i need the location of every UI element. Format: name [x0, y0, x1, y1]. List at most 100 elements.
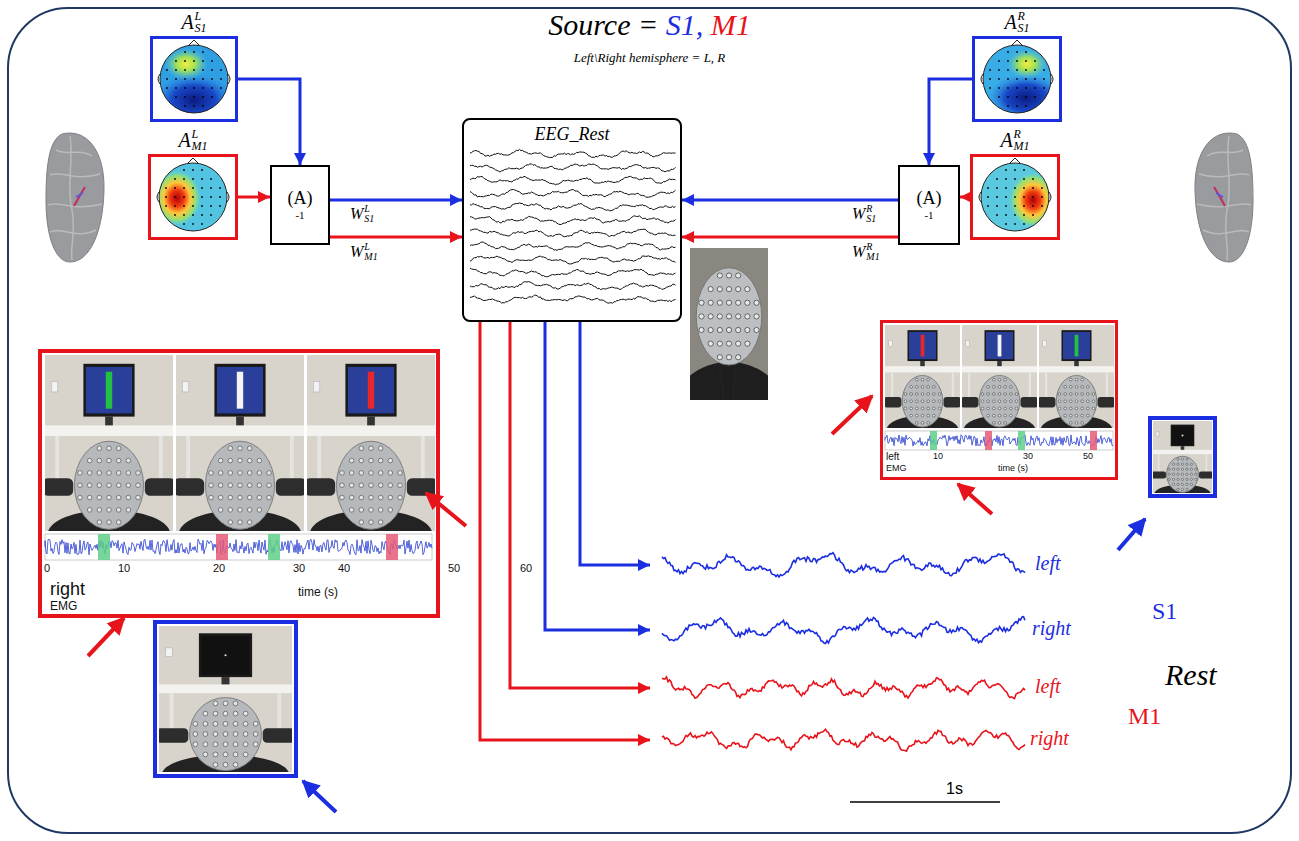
electrode	[726, 287, 731, 292]
weight-label: WLS1	[350, 204, 374, 224]
electrode	[745, 287, 750, 292]
eeg-trace	[470, 229, 676, 237]
trace-label: right	[1032, 617, 1071, 640]
electrode	[1172, 473, 1174, 475]
electrode-dot	[201, 169, 203, 171]
electrode	[717, 327, 722, 332]
axis-label: 30	[1023, 451, 1033, 461]
electrode	[228, 508, 233, 513]
photo-wall	[885, 325, 960, 428]
electrode	[359, 483, 364, 488]
electrode-dot	[174, 205, 176, 207]
electrode-dot	[211, 96, 213, 98]
arm	[45, 478, 73, 496]
electrode-dot	[1016, 78, 1018, 80]
electrode-dot	[192, 169, 194, 171]
electrode	[915, 378, 918, 381]
electrode	[1069, 400, 1072, 403]
electrode	[126, 458, 131, 463]
electrode	[247, 458, 252, 463]
electrode	[218, 483, 223, 488]
topomap	[164, 48, 208, 80]
electrode-dot	[1023, 223, 1025, 225]
electrode	[233, 721, 238, 726]
electrode	[1064, 393, 1067, 396]
electrode-dot	[1023, 196, 1025, 198]
electrode	[754, 314, 759, 319]
symbol: W	[350, 206, 363, 222]
electrode	[1177, 458, 1179, 460]
table-top	[307, 425, 435, 436]
electrode-dot	[1005, 196, 1007, 198]
brain-surface	[46, 133, 104, 262]
monitor-screen	[986, 332, 1013, 359]
electrode	[223, 732, 228, 737]
recording-panel: rightEMG010203040time (s)	[38, 349, 440, 618]
electrode	[359, 458, 364, 463]
symbol: A	[178, 130, 190, 150]
electrode	[998, 414, 1001, 417]
electrode	[1181, 478, 1183, 480]
electrode-dot	[996, 214, 998, 216]
brain-surface	[48, 136, 102, 260]
electrode-dot	[1023, 214, 1025, 216]
electrode-dot	[1025, 105, 1027, 107]
electrode	[915, 414, 918, 417]
electrode-dot	[998, 96, 1000, 98]
electrode	[369, 495, 374, 500]
electrode	[203, 732, 208, 737]
topomap	[1010, 158, 1020, 163]
arm	[1021, 397, 1038, 407]
electrode	[736, 300, 741, 305]
electrode	[388, 495, 393, 500]
electrode	[921, 385, 924, 388]
electrode	[107, 483, 112, 488]
electrode-dot	[1014, 205, 1016, 207]
monitor-screen	[348, 367, 394, 413]
electrode	[699, 300, 704, 305]
eeg-trace	[470, 242, 676, 250]
electrode	[253, 721, 258, 726]
subtitle: Left\Right hemisphere = L, R	[0, 50, 1299, 66]
superscript: L	[192, 128, 208, 140]
electrode-dot	[1032, 196, 1034, 198]
electrode-dot	[1034, 96, 1036, 98]
monitor	[83, 364, 134, 417]
monitor	[345, 364, 396, 417]
electrode	[247, 508, 252, 513]
electrode	[717, 273, 722, 278]
electrode	[223, 711, 228, 716]
electrode	[97, 520, 102, 525]
electrode	[213, 732, 218, 737]
electrode	[238, 458, 243, 463]
electrode	[998, 400, 1001, 403]
electrode	[97, 495, 102, 500]
electrode	[359, 508, 364, 513]
wall-socket	[313, 381, 319, 392]
electrode	[915, 400, 918, 403]
electrode	[717, 314, 722, 319]
electrode	[921, 414, 924, 417]
electrode-dot	[184, 87, 186, 89]
electrode	[1004, 414, 1007, 417]
math-label: ALS1	[181, 10, 206, 34]
arm	[307, 478, 335, 496]
electrode	[369, 471, 374, 476]
electrode	[717, 355, 722, 360]
cue-bar	[921, 335, 925, 357]
monitor	[214, 364, 265, 417]
electrode-dot	[183, 205, 185, 207]
electrode-dot	[183, 214, 185, 216]
electrode	[1081, 414, 1084, 417]
symbol: A	[1000, 130, 1012, 150]
output-arrow	[480, 322, 650, 740]
electrode	[915, 422, 918, 425]
electrode	[1186, 458, 1188, 460]
index-stack: LS1	[364, 204, 374, 224]
emg-trace	[885, 435, 1113, 446]
subscript: S1	[1018, 22, 1030, 34]
electrode	[754, 327, 759, 332]
electrode	[213, 762, 218, 767]
monitor-screen	[1063, 332, 1090, 359]
electrode	[1177, 478, 1179, 480]
